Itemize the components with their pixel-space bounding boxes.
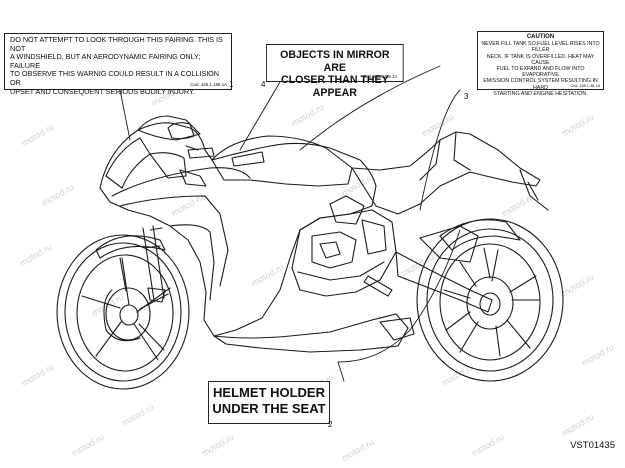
front-fender [95, 235, 166, 259]
label-1-code: Cod. 435.1.185.1A [190, 82, 227, 87]
label-3-title: CAUTION [526, 34, 555, 40]
label-1-line-4: UPSET AND CONSEQUENT SERIOUS BODILY INJU… [10, 86, 195, 96]
swingarm [395, 251, 493, 313]
rear-wheel [416, 218, 564, 382]
mirror-warning-label: OBJECTS IN MIRROR ARE CLOSER THAN THEY A… [266, 44, 404, 99]
label-1-line-2: A WINDSHIELD, BUT AN AERODYNAMIC FAIRING… [10, 52, 201, 70]
label-4-line-2: CLOSER THAN THEY APPEAR [280, 74, 389, 99]
label-2-line-2: UNDER THE SEAT [212, 401, 326, 416]
label-4-line-1: OBJECTS IN MIRROR ARE [280, 49, 390, 74]
fuel-caution-label: CAUTION NEVER FILL TANK SO FUEL LEVEL RI… [477, 31, 604, 97]
label-3-line-5: STARTING AND ENGINE HESITATION. [493, 90, 588, 97]
label-3-line-3: FUEL TO EXPAND AND FLOW INTO EVAPORATIVE [496, 66, 585, 79]
tail-section [351, 131, 541, 215]
label-2-line-1: HELMET HOLDER [213, 385, 325, 400]
front-fork [142, 225, 166, 303]
fuel-tank [211, 135, 353, 187]
label-1-line-3: TO OBSERVE THIS WARNIG COULD RESULT IN A… [10, 69, 220, 87]
label-3-line-2: NECK. IF TANK IS OVERFILLED, HEAT MAY CA… [486, 53, 595, 66]
windscreen [137, 115, 201, 141]
label-4-number: 4 [261, 80, 266, 89]
label-1-line-1: DO NOT ATTEMPT TO LOOK THROUGH THIS FAIR… [10, 35, 223, 53]
helmet-holder-label: HELMET HOLDER UNDER THE SEAT [208, 381, 330, 424]
fairing [99, 122, 377, 337]
label-3-line-1: NEVER FILL TANK SO FUEL LEVEL RISES INTO… [481, 41, 600, 54]
fairing-warning-label: DO NOT ATTEMPT TO LOOK THROUGH THIS FAIR… [4, 33, 232, 95]
label-4-code: Cod. 4351.488.1A [363, 74, 398, 79]
figure-reference-code: VST01435 [570, 440, 615, 451]
label-2-number: 2 [328, 420, 333, 429]
label-1-number: 1 [229, 80, 234, 89]
label-3-code: Cod. 435.1.38.1A [570, 84, 600, 88]
leader-lines [119, 65, 461, 382]
label-3-number: 3 [464, 92, 469, 101]
label-3-line-4: EMISSION CONTROL SYSTEM RESULTING IN HAR… [483, 78, 598, 91]
front-wheel [56, 234, 190, 390]
belly-fairing [213, 313, 409, 353]
engine [291, 195, 397, 297]
